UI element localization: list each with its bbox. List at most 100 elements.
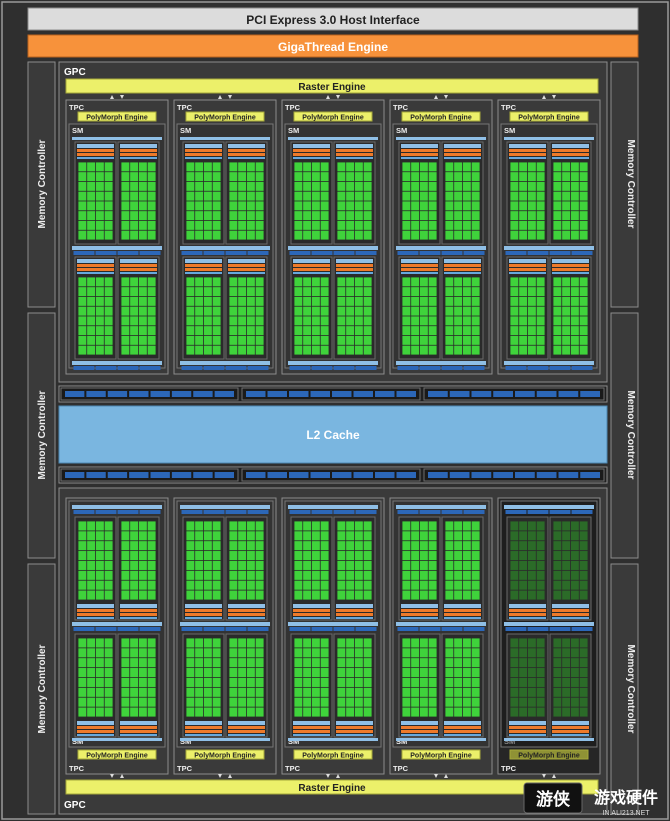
- cuda-core: [78, 335, 87, 345]
- cuda-core: [570, 580, 579, 590]
- cuda-core: [121, 172, 130, 182]
- cuda-core: [255, 677, 264, 687]
- polymorph-engine: [77, 111, 157, 122]
- cuda-core: [104, 277, 113, 287]
- texture-unit: [463, 251, 485, 255]
- warp-scheduler: [336, 726, 373, 729]
- cuda-core: [238, 531, 247, 541]
- cuda-core: [195, 220, 204, 230]
- cuda-core: [419, 697, 428, 707]
- cuda-core: [445, 316, 454, 326]
- cuda-core: [570, 172, 579, 182]
- register-file: [444, 734, 481, 736]
- cuda-core: [579, 306, 588, 316]
- cuda-core: [363, 648, 372, 658]
- shared-memory: [72, 505, 162, 509]
- cuda-core: [255, 658, 264, 668]
- cuda-core: [579, 296, 588, 306]
- cuda-core: [363, 296, 372, 306]
- cuda-core: [229, 648, 238, 658]
- cuda-core: [402, 677, 411, 687]
- cuda-core: [104, 287, 113, 297]
- cuda-core: [147, 345, 156, 355]
- cuda-core: [320, 570, 329, 580]
- cuda-core: [337, 287, 346, 297]
- cuda-core: [138, 296, 147, 306]
- warp-scheduler: [336, 609, 373, 612]
- cuda-core: [411, 230, 420, 240]
- cuda-core: [229, 521, 238, 531]
- warp-scheduler: [77, 609, 114, 612]
- cuda-core: [419, 658, 428, 668]
- cuda-core: [454, 211, 463, 221]
- cuda-core: [255, 521, 264, 531]
- instruction-buffer: [552, 259, 589, 263]
- cuda-core: [402, 521, 411, 531]
- cuda-core: [462, 296, 471, 306]
- cuda-core: [527, 677, 536, 687]
- cuda-core: [186, 648, 195, 658]
- cuda-core: [402, 687, 411, 697]
- texture-unit: [181, 251, 203, 255]
- cuda-core: [294, 230, 303, 240]
- cuda-core: [536, 306, 545, 316]
- cuda-core: [454, 220, 463, 230]
- register-file: [444, 617, 481, 619]
- cuda-core: [121, 668, 130, 678]
- cuda-core: [402, 697, 411, 707]
- cuda-core: [78, 326, 87, 336]
- cuda-core: [536, 560, 545, 570]
- cuda-core: [570, 551, 579, 561]
- cuda-core: [121, 296, 130, 306]
- cuda-core: [445, 162, 454, 172]
- cuda-core: [246, 191, 255, 201]
- cuda-core: [238, 162, 247, 172]
- dispatch-unit: [185, 153, 222, 156]
- cuda-core: [411, 211, 420, 221]
- cuda-core: [510, 697, 519, 707]
- cuda-core: [104, 230, 113, 240]
- instruction-cache: [504, 738, 594, 741]
- cuda-core: [238, 541, 247, 551]
- cuda-core: [212, 560, 221, 570]
- memory-bus-tile: [332, 391, 352, 397]
- texture-unit: [441, 627, 463, 631]
- cuda-core: [536, 181, 545, 191]
- cuda-core: [354, 345, 363, 355]
- texture-unit: [527, 251, 549, 255]
- cuda-core: [579, 551, 588, 561]
- cuda-core: [320, 326, 329, 336]
- cuda-core: [579, 316, 588, 326]
- cuda-core: [238, 687, 247, 697]
- cuda-core: [579, 677, 588, 687]
- cuda-core: [311, 211, 320, 221]
- cuda-core: [203, 677, 212, 687]
- cuda-core: [138, 648, 147, 658]
- cuda-core: [471, 697, 480, 707]
- cuda-core: [246, 687, 255, 697]
- texture-unit: [139, 627, 161, 631]
- cuda-core: [527, 668, 536, 678]
- l2-cache: L2 Cache: [58, 405, 608, 464]
- cuda-core: [147, 306, 156, 316]
- cuda-core: [203, 658, 212, 668]
- cuda-core: [462, 335, 471, 345]
- cuda-core: [570, 211, 579, 221]
- cuda-core: [311, 677, 320, 687]
- cuda-core: [471, 541, 480, 551]
- cuda-core: [510, 658, 519, 668]
- cuda-core: [212, 162, 221, 172]
- polymorph-engine-label: PolyMorph Engine: [410, 753, 472, 760]
- shared-memory: [396, 246, 486, 250]
- cuda-core: [303, 658, 312, 668]
- register-file: [336, 157, 373, 159]
- memory-bus-tile: [449, 472, 470, 478]
- cuda-core: [229, 541, 238, 551]
- sm-processing-block: [398, 256, 441, 360]
- memory-bus-tile: [86, 391, 106, 397]
- cuda-core: [570, 230, 579, 240]
- gpc-label: GPC: [64, 800, 86, 811]
- cuda-core: [138, 201, 147, 211]
